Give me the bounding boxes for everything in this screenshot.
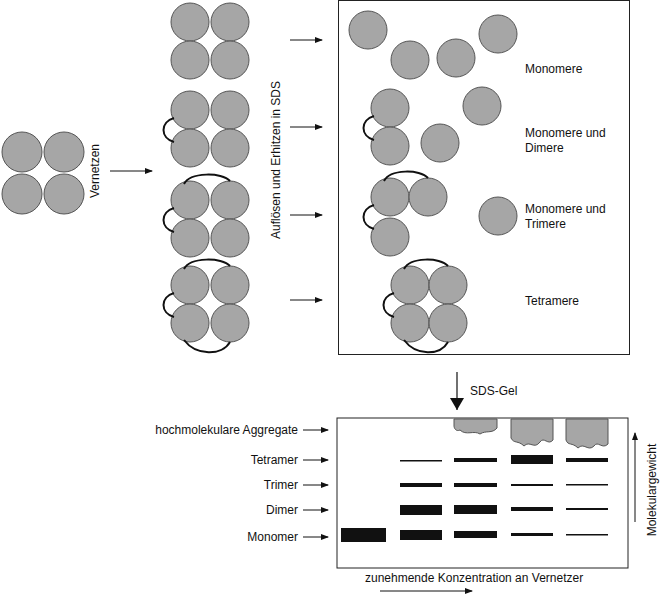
species-label: Monomere und Dimere bbox=[525, 126, 625, 156]
sds-gel-arrow bbox=[456, 372, 457, 410]
axis-label: zunehmende Konzentration an Vernetzer bbox=[365, 571, 583, 585]
species-label: Tetramere bbox=[525, 294, 625, 309]
band-label: Trimer bbox=[264, 478, 298, 492]
gel-box bbox=[337, 418, 628, 568]
gel-bands bbox=[341, 455, 608, 542]
step-label: Vernetzen bbox=[88, 144, 102, 198]
process-arrows bbox=[110, 40, 635, 591]
result-box: MonomereMonomere und DimereMonomere und … bbox=[338, 0, 630, 355]
band-label: Monomer bbox=[247, 530, 298, 544]
step-label: Auflösen und Erhitzen in SDS bbox=[269, 81, 283, 239]
band-label: hochmolekulare Aggregate bbox=[155, 423, 298, 437]
species-label: Monomere bbox=[525, 62, 625, 77]
protein-subunits bbox=[2, 3, 517, 342]
crosslinks bbox=[164, 116, 449, 352]
aggregates bbox=[454, 419, 608, 448]
step-label: SDS-Gel bbox=[470, 384, 517, 398]
axis-label: Molekulargewicht bbox=[645, 444, 659, 537]
species-label: Monomere und Trimere bbox=[525, 202, 625, 232]
band-label: Dimer bbox=[266, 503, 298, 517]
band-label: Tetramer bbox=[251, 453, 298, 467]
